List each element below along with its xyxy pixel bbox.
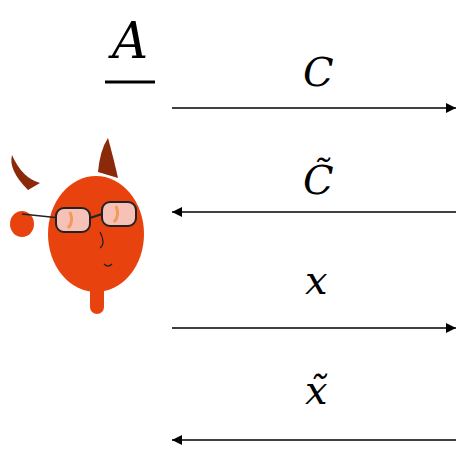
message-arrow bbox=[172, 107, 456, 109]
message-label: x bbox=[305, 257, 328, 303]
adversary-name: A bbox=[112, 13, 148, 71]
message-arrow bbox=[172, 211, 456, 213]
message-arrow bbox=[172, 439, 456, 441]
message-arrow bbox=[172, 327, 456, 329]
message-label: C bbox=[303, 49, 334, 95]
underline bbox=[105, 81, 155, 84]
devil-face bbox=[10, 138, 144, 314]
message-label: C̃ bbox=[303, 157, 334, 203]
message-label: x̃ bbox=[305, 367, 328, 413]
